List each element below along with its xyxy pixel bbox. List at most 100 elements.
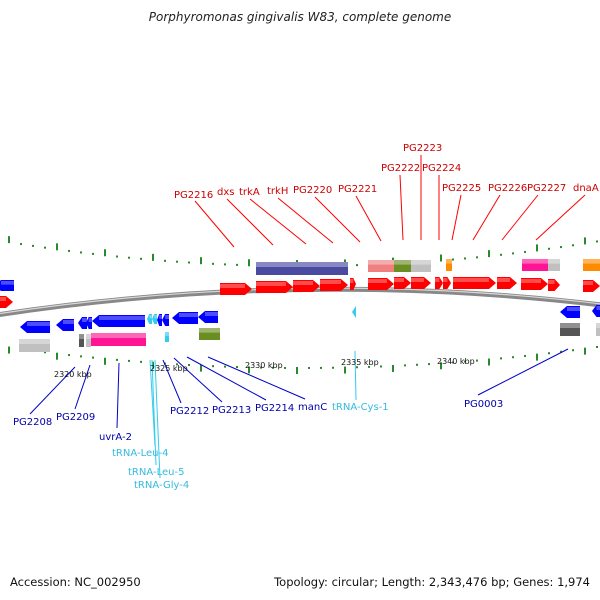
protein-block[interactable] bbox=[320, 262, 348, 275]
forward-gene[interactable] bbox=[443, 277, 451, 289]
gene-label-manc[interactable]: manC bbox=[298, 402, 327, 413]
reverse-gene[interactable] bbox=[162, 314, 169, 326]
gene-label-pg2224[interactable]: PG2224 bbox=[422, 163, 461, 174]
gene-label-pg2221[interactable]: PG2221 bbox=[338, 184, 377, 195]
reverse-gene[interactable] bbox=[172, 312, 198, 324]
gene-label-trkh[interactable]: trkH bbox=[267, 186, 288, 197]
forward-gene[interactable] bbox=[368, 278, 394, 290]
forward-gene[interactable] bbox=[497, 277, 517, 289]
tick-mark bbox=[248, 366, 250, 374]
reverse-leader bbox=[74, 364, 91, 410]
scale-label: 2320 kbp bbox=[54, 370, 92, 379]
reverse-leader bbox=[29, 366, 76, 415]
reverse-gene[interactable] bbox=[86, 317, 92, 329]
tick-mark bbox=[236, 366, 238, 369]
forward-leader bbox=[535, 194, 586, 241]
gene-label-pg2225[interactable]: PG2225 bbox=[442, 183, 481, 194]
gene-label-pg2226[interactable]: PG2226 bbox=[488, 183, 527, 194]
protein-block[interactable] bbox=[560, 323, 580, 336]
tick-mark bbox=[416, 363, 418, 366]
forward-gene[interactable] bbox=[583, 280, 600, 292]
forward-gene[interactable] bbox=[256, 281, 293, 293]
protein-block[interactable] bbox=[79, 334, 84, 347]
protein-block-shine bbox=[583, 259, 600, 264]
reverse-gene[interactable] bbox=[560, 306, 580, 318]
reverse-gene-shine bbox=[27, 322, 50, 326]
protein-block[interactable] bbox=[446, 259, 452, 271]
gene-label-pg2213[interactable]: PG2213 bbox=[212, 405, 251, 416]
forward-gene[interactable] bbox=[453, 277, 496, 289]
protein-block[interactable] bbox=[256, 262, 293, 275]
trna-label-leu-4[interactable]: tRNA-Leu-4 bbox=[112, 448, 168, 459]
trna-feature[interactable] bbox=[352, 306, 356, 318]
forward-gene[interactable] bbox=[350, 278, 356, 290]
forward-gene[interactable] bbox=[220, 283, 252, 295]
forward-leader bbox=[399, 174, 404, 241]
tick-mark bbox=[104, 249, 106, 257]
tick-mark bbox=[140, 257, 142, 260]
forward-gene[interactable] bbox=[435, 277, 443, 289]
reverse-gene[interactable] bbox=[592, 305, 600, 317]
reverse-gene[interactable] bbox=[157, 314, 162, 326]
protein-block-shine bbox=[256, 262, 293, 267]
gene-label-dxs[interactable]: dxs bbox=[217, 187, 234, 198]
forward-gene-shine bbox=[583, 281, 593, 285]
tick-mark bbox=[584, 237, 586, 245]
gene-label-dnaa[interactable]: dnaA bbox=[573, 183, 599, 194]
gene-label-pg0003[interactable]: PG0003 bbox=[464, 399, 503, 410]
reverse-gene-shine bbox=[165, 315, 169, 319]
forward-gene[interactable] bbox=[293, 280, 320, 292]
protein-block[interactable] bbox=[548, 259, 560, 271]
forward-gene[interactable] bbox=[394, 277, 411, 289]
gene-label-trka[interactable]: trkA bbox=[239, 187, 260, 198]
tick-mark bbox=[8, 236, 10, 244]
forward-gene[interactable] bbox=[548, 279, 560, 291]
forward-gene[interactable] bbox=[411, 277, 431, 289]
protein-block[interactable] bbox=[596, 323, 600, 336]
protein-block[interactable] bbox=[19, 339, 50, 352]
protein-block[interactable] bbox=[583, 259, 600, 271]
gene-label-pg2209[interactable]: PG2209 bbox=[56, 412, 95, 423]
reverse-gene[interactable] bbox=[20, 321, 50, 333]
scale-label: 2325 kbp bbox=[150, 364, 188, 373]
trna-feature[interactable] bbox=[147, 314, 152, 324]
protein-block[interactable] bbox=[368, 260, 394, 272]
protein-block[interactable] bbox=[86, 334, 91, 347]
tick-mark bbox=[596, 240, 598, 243]
trna-feature[interactable] bbox=[165, 332, 169, 342]
protein-block[interactable] bbox=[91, 333, 146, 346]
gene-label-pg2223[interactable]: PG2223 bbox=[403, 143, 442, 154]
gene-label-pg2216[interactable]: PG2216 bbox=[174, 190, 213, 201]
gene-label-uvra-2[interactable]: uvrA-2 bbox=[99, 432, 132, 443]
reverse-gene[interactable] bbox=[0, 280, 14, 291]
trna-label-cys-1[interactable]: tRNA-Cys-1 bbox=[332, 402, 389, 413]
gene-label-pg2214[interactable]: PG2214 bbox=[255, 403, 294, 414]
reverse-gene[interactable] bbox=[56, 319, 74, 331]
gene-label-pg2208[interactable]: PG2208 bbox=[13, 417, 52, 428]
tick-mark bbox=[56, 352, 58, 360]
tick-mark bbox=[404, 364, 406, 367]
trna-label-gly-4[interactable]: tRNA-Gly-4 bbox=[134, 480, 189, 491]
protein-block[interactable] bbox=[522, 259, 548, 271]
gene-label-pg2227[interactable]: PG2227 bbox=[527, 183, 566, 194]
reverse-gene[interactable] bbox=[78, 317, 87, 329]
gene-label-pg2212[interactable]: PG2212 bbox=[170, 406, 209, 417]
protein-block[interactable] bbox=[293, 262, 320, 275]
protein-block[interactable] bbox=[394, 260, 411, 272]
tick-mark bbox=[44, 246, 46, 249]
gene-label-pg2222[interactable]: PG2222 bbox=[381, 163, 420, 174]
protein-block[interactable] bbox=[199, 328, 220, 340]
protein-block[interactable] bbox=[411, 260, 431, 272]
gene-label-pg2220[interactable]: PG2220 bbox=[293, 185, 332, 196]
reverse-gene[interactable] bbox=[92, 315, 145, 327]
trna-feature[interactable] bbox=[152, 314, 157, 324]
tick-mark bbox=[236, 263, 238, 266]
forward-gene[interactable] bbox=[0, 296, 13, 308]
tick-mark bbox=[584, 347, 586, 355]
forward-gene[interactable] bbox=[320, 279, 348, 291]
forward-gene[interactable] bbox=[521, 278, 548, 290]
trna-label-leu-5[interactable]: tRNA-Leu-5 bbox=[128, 467, 184, 478]
protein-block-shine bbox=[199, 328, 220, 333]
reverse-gene-shine bbox=[179, 313, 198, 317]
reverse-gene[interactable] bbox=[198, 311, 218, 323]
